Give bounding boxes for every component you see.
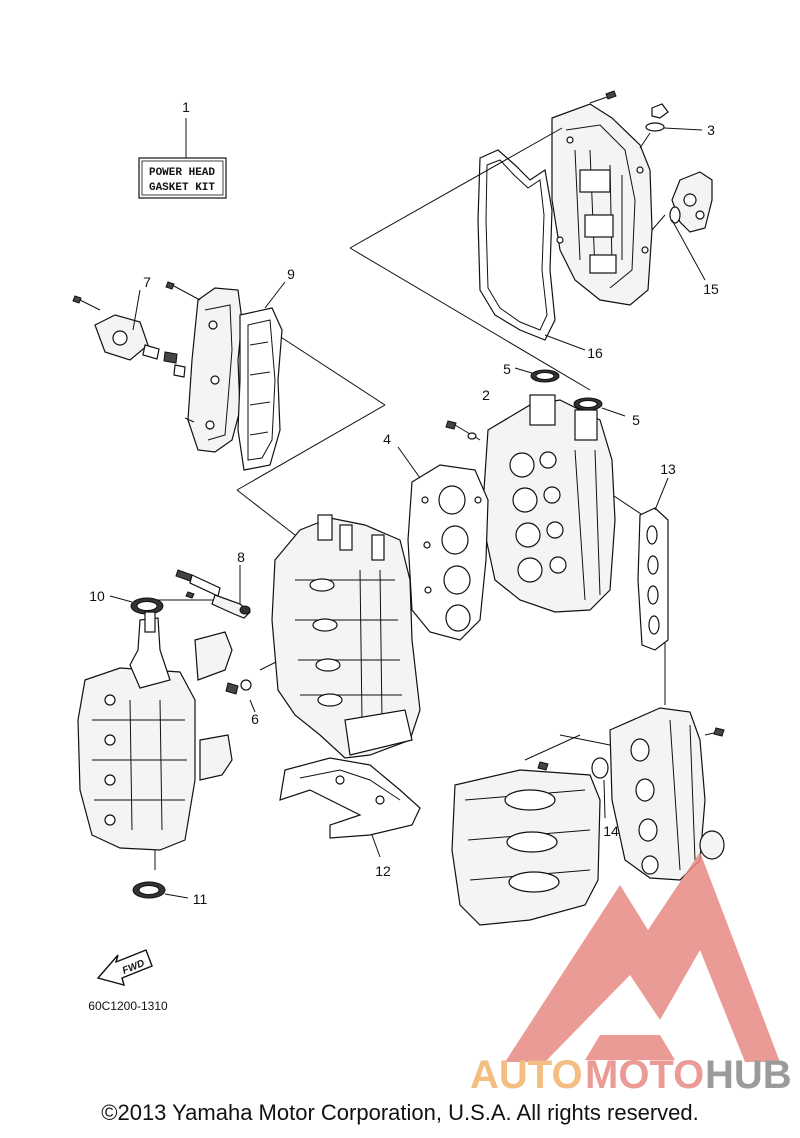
crankshaft-oil-seal-upper <box>109 595 164 615</box>
temperature-sensor <box>175 565 251 619</box>
callout-13: 13 <box>660 461 676 477</box>
copyright-notice: ©2013 Yamaha Motor Corporation, U.S.A. A… <box>101 1100 699 1125</box>
exhaust-cover <box>165 281 243 453</box>
forward-arrow: FWD <box>96 949 153 986</box>
oil-seal-upper <box>514 367 560 383</box>
oil-seal-lower <box>573 397 626 417</box>
callout-15: 15 <box>703 281 719 297</box>
watermark-moto: MOTO <box>585 1053 704 1097</box>
watermark-auto: AUTO <box>470 1053 583 1097</box>
cylinder-block <box>271 514 421 759</box>
callout-16: 16 <box>587 345 603 361</box>
gasket-kit-box: POWER HEAD GASKET KIT <box>138 118 227 199</box>
cylinder-head-gasket <box>397 446 489 641</box>
watermark-hub: HUB <box>705 1053 792 1097</box>
callout-6: 6 <box>251 711 259 727</box>
callout-12: 12 <box>375 863 391 879</box>
callout-10: 10 <box>89 588 105 604</box>
exhaust-cover-gasket <box>237 281 286 471</box>
callout-5-lower: 5 <box>632 412 640 428</box>
callout-7: 7 <box>143 274 151 290</box>
head-cover-gasket <box>477 149 586 351</box>
automotohub-logo: AUTO MOTO HUB <box>470 852 792 1097</box>
assembly-guide-lines <box>150 127 666 751</box>
crankcase <box>77 611 233 870</box>
cylinder-head-cover <box>551 90 653 306</box>
oil-filler-cap <box>639 103 703 149</box>
sensor-assembly <box>651 171 713 281</box>
callout-9: 9 <box>287 266 295 282</box>
intake-manifold-gasket <box>637 477 669 651</box>
intake-manifold <box>591 707 725 881</box>
callout-8: 8 <box>237 549 245 565</box>
drain-plug <box>225 679 256 713</box>
diagram-number: 60C1200-1310 <box>88 999 168 1013</box>
callout-11: 11 <box>193 891 208 907</box>
callout-labels: 1 2 3 4 5 5 6 7 8 9 10 11 12 13 14 15 16 <box>89 99 719 907</box>
cylinder-head <box>445 394 616 613</box>
kit-label-line2: GASKET KIT <box>149 182 215 194</box>
callout-5-upper: 5 <box>503 361 511 377</box>
callout-3: 3 <box>707 122 715 138</box>
callout-1: 1 <box>182 99 190 115</box>
callout-2: 2 <box>482 387 490 403</box>
kit-label-line1: POWER HEAD <box>149 167 215 179</box>
exhaust-manifold-gasket <box>279 757 421 858</box>
thermostat-cover <box>72 289 186 378</box>
callout-4: 4 <box>383 431 391 447</box>
intake-silencer <box>451 734 601 926</box>
callout-14: 14 <box>603 823 619 839</box>
crankshaft-oil-seal-lower <box>132 881 189 899</box>
